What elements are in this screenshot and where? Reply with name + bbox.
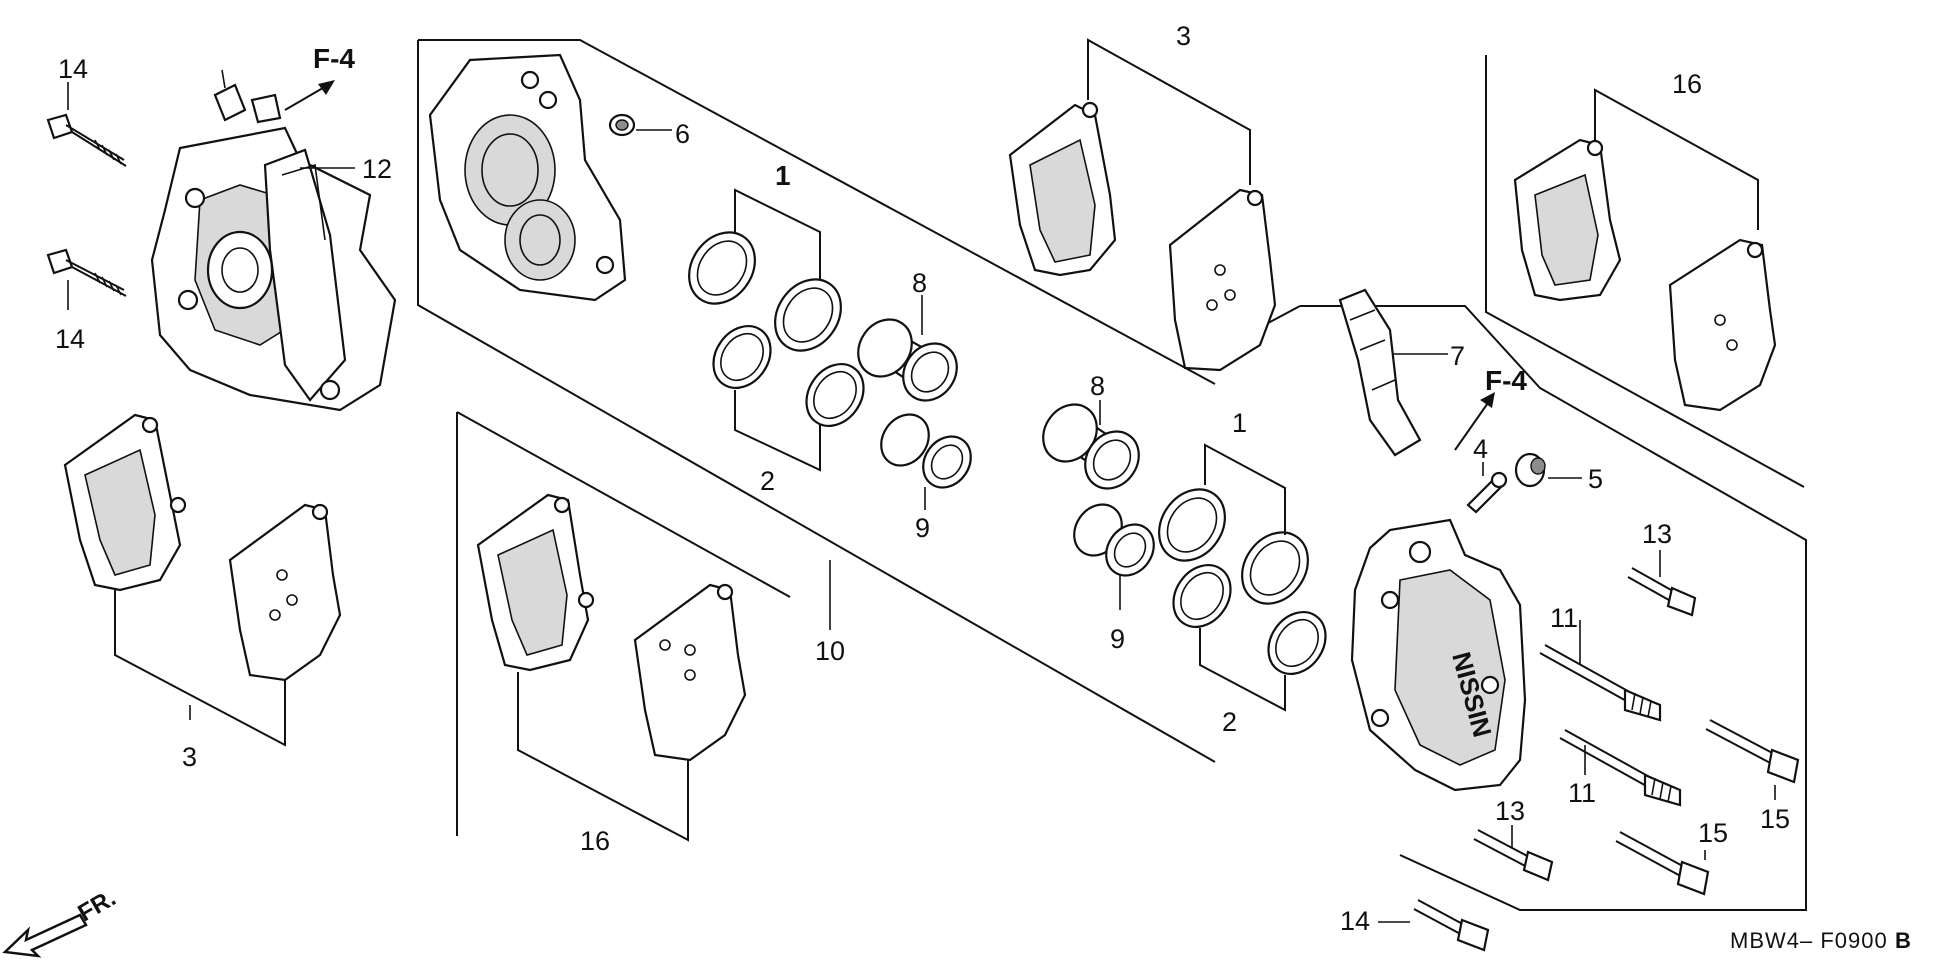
f4-arrow-right [1454,392,1495,451]
callout-1-b: 1 [1232,408,1247,438]
callout-16-b: 16 [580,826,610,856]
front-direction-arrow: FR. [2,884,120,958]
pin-11-upper [1539,620,1662,722]
seal-set-lower [1158,443,1327,712]
callout-13-b: 13 [1495,796,1525,826]
bolt-15-upper [1705,719,1800,800]
pad-set-16-right-outline [1485,55,1805,488]
piston-8-upper [857,295,958,402]
bolt-14-lower [46,248,127,297]
f4-arrow-left [284,80,335,111]
pad-set-3-lower [63,413,342,747]
bolt-14-right [1378,899,1490,952]
callout-f4-a: F-4 [313,43,355,74]
callout-8-b: 8 [1090,371,1105,401]
callout-3-a: 3 [1176,21,1191,51]
piston-9-upper [880,413,972,510]
pad-set-3-upper [1008,38,1277,372]
bolt-15-lower [1615,831,1710,896]
callout-1-a: 1 [775,160,791,191]
callout-15-a: 15 [1760,804,1790,834]
diagram-code: MBW4– F0900 B [1730,928,1912,953]
pin-11-lower [1559,729,1682,807]
bolt-13-upper [1627,550,1697,617]
piston-8-lower [1042,400,1140,490]
callout-5: 5 [1588,464,1603,494]
bleeder-4 [1466,462,1508,514]
caliper-half [428,53,627,302]
pad-set-16-left-outline [456,411,791,836]
callout-14-b: 14 [55,324,85,354]
callout-numbers: 14 14 F-4 12 6 1 2 8 9 10 3 16 3 16 8 9 … [55,21,1790,936]
callout-16-a: 16 [1672,69,1702,99]
callout-2-a: 2 [760,466,775,496]
bolt-13-lower [1473,825,1554,882]
callout-14-a: 14 [58,54,88,84]
callout-11-a: 11 [1550,603,1578,633]
callout-10: 10 [815,636,845,666]
piston-9-lower [1073,503,1155,610]
callout-6: 6 [675,119,690,149]
caliper-assembly-outline [417,39,1807,911]
leader-lines [67,82,355,720]
pad-spring-7 [1338,288,1448,457]
callout-4: 4 [1473,434,1488,464]
left-caliper-assembly [150,69,397,412]
callout-12: 12 [362,154,392,184]
diagram-code-suffix: B [1895,928,1912,953]
callout-13-a: 13 [1642,519,1672,549]
callout-9-a: 9 [915,513,930,543]
callout-15-b: 15 [1698,818,1728,848]
callout-2-b: 2 [1222,707,1237,737]
callout-3-b: 3 [182,742,197,772]
pad-set-16-right [1513,88,1777,412]
callout-14-c: 14 [1340,906,1370,936]
callout-7: 7 [1450,341,1465,371]
callout-8-a: 8 [912,268,927,298]
callout-f4-b: F-4 [1485,365,1527,396]
cap-6 [608,113,672,137]
pad-set-16-left [476,493,747,842]
diagram-code-text: MBW4– F0900 [1730,928,1888,953]
bolt-14-upper [46,113,127,167]
bleeder-cap-5 [1514,452,1582,488]
callout-9-b: 9 [1110,624,1125,654]
seal-set-upper [688,188,865,472]
right-caliper: NISSIN [1350,518,1527,792]
callout-11-b: 11 [1568,778,1596,808]
